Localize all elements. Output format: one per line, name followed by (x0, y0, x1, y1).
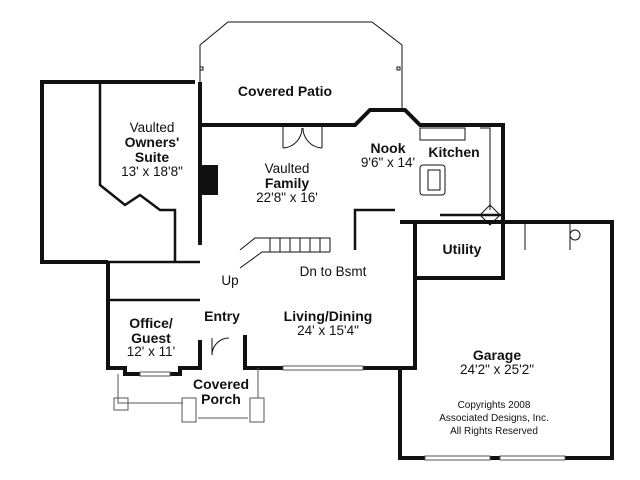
room-living-dining: Living/Dining 24' x 15'4" (284, 309, 373, 338)
room-office-size: 12' x 11' (126, 344, 176, 360)
stairs-down-label: Dn to Bsmt (299, 264, 367, 279)
room-owners-name: Owners' (124, 134, 180, 151)
room-owners-size: 13' x 18'8" (121, 163, 183, 179)
room-porch-name2: Porch (201, 390, 241, 407)
room-porch-name: Covered (192, 376, 250, 392)
copyright-line2: Associated Designs, Inc. (439, 413, 549, 424)
room-label-entry: Entry (204, 308, 240, 324)
room-nook-name: Nook (370, 140, 406, 156)
porch-columns (113, 368, 265, 423)
room-owners-name2: Suite (134, 148, 170, 165)
room-label-covered-patio: Covered Patio (237, 83, 333, 99)
door-swings (211, 125, 581, 356)
stairs-up-label: Up (221, 273, 239, 288)
room-garage-size: 24'2" x 25'2" (459, 361, 535, 377)
interior-walls (98, 82, 503, 302)
room-family: Vaulted Family 22'8" x 16' (256, 161, 318, 205)
copyright-line1: Copyrights 2008 (457, 400, 531, 411)
windows (139, 365, 566, 461)
room-label-utility: Utility (442, 241, 482, 257)
room-living-size: 24' x 15'4" (297, 322, 359, 338)
room-family-prefix: Vaulted (264, 161, 310, 176)
room-office-name: Office/ (129, 315, 173, 331)
room-office-name2: Guest (131, 329, 171, 346)
room-family-size: 22'8" x 16' (256, 189, 318, 205)
staircase (239, 237, 331, 269)
room-covered-porch: Covered Porch (193, 377, 249, 406)
room-living-name: Living/Dining (283, 308, 373, 324)
room-garage-name: Garage (472, 347, 522, 363)
room-owners-prefix: Vaulted (129, 120, 175, 135)
kitchen-cabinets (419, 127, 501, 226)
room-family-name: Family (264, 175, 310, 192)
exterior-walls (40, 80, 614, 460)
room-owners-suite: Vaulted Owners' Suite 13' x 18'8" (121, 120, 183, 179)
room-office: Office/ Guest 12' x 11' (127, 316, 175, 360)
fireplace (200, 165, 218, 195)
copyright-notice: Copyrights 2008 Associated Designs, Inc.… (439, 399, 549, 438)
copyright-line3: All Rights Reserved (450, 426, 538, 437)
room-nook-size: 9'6" x 14' (360, 154, 416, 170)
room-label-kitchen: Kitchen (428, 144, 480, 160)
patio-outline (199, 21, 403, 125)
room-garage: Garage 24'2" x 25'2" (460, 348, 534, 377)
room-nook: Nook 9'6" x 14' (361, 141, 415, 170)
